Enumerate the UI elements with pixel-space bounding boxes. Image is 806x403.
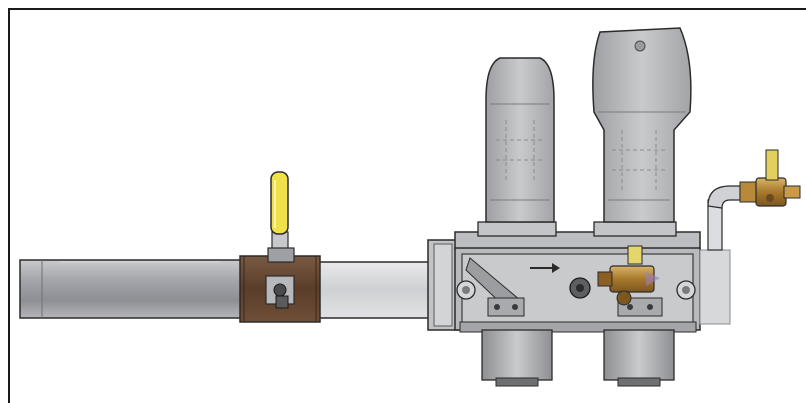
frame-border-top	[8, 8, 806, 10]
gas-regulator-body	[427, 231, 731, 333]
right-regulator-dome	[592, 27, 692, 237]
bottom-filter-caps	[481, 329, 675, 387]
frame-border-left	[8, 8, 10, 403]
left-regulator-dome	[477, 57, 557, 237]
brass-side-valve	[739, 149, 801, 207]
main-pipe	[19, 259, 431, 319]
brass-test-cock	[597, 245, 660, 306]
elbow-fitting	[707, 185, 741, 251]
ball-valve-with-yellow-handle	[239, 171, 321, 323]
